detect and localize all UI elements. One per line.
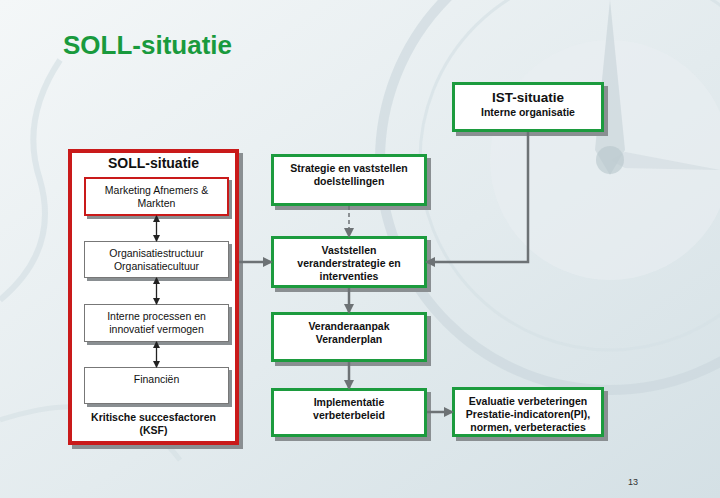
box-text: Vaststellen veranderstrategie en interve… bbox=[280, 244, 418, 282]
connector-arrow bbox=[348, 288, 351, 312]
process-box: Strategie en vaststellen doelstellingen bbox=[271, 154, 427, 206]
connector-arrow bbox=[239, 261, 271, 264]
box-text: Organisatiestructuur Organisatiecultuur bbox=[91, 247, 222, 272]
connector-arrow bbox=[156, 342, 157, 367]
evaluation-box: Evaluatie verbeteringen Prestatie-indica… bbox=[452, 387, 604, 437]
ksf-box: Financiën bbox=[84, 367, 229, 404]
box-text: Interne processen en innovatief vermogen bbox=[91, 310, 222, 335]
slide-title: SOLL-situatie bbox=[63, 30, 232, 61]
ksf-box: Marketing Afnemers & Markten bbox=[84, 177, 229, 216]
ist-box: IST-situatieInterne organisatie bbox=[452, 82, 604, 132]
connector-arrow bbox=[427, 411, 452, 414]
box-subtext: Interne organisatie bbox=[481, 106, 575, 119]
box-text: Financiën bbox=[134, 373, 180, 386]
box-text: Evaluatie verbeteringen Prestatie-indica… bbox=[461, 395, 595, 433]
connector-arrow bbox=[348, 362, 351, 388]
page-number: 13 bbox=[628, 477, 638, 487]
box-text: Marketing Afnemers & Markten bbox=[92, 184, 221, 209]
box-text: IST-situatie bbox=[492, 90, 564, 106]
process-box: Vaststellen veranderstrategie en interve… bbox=[271, 236, 427, 288]
box-text: Veranderaanpak Veranderplan bbox=[280, 320, 418, 346]
connector-arrow bbox=[156, 216, 157, 241]
box-text: SOLL-situatie bbox=[72, 155, 235, 171]
ksf-box: Interne processen en innovatief vermogen bbox=[84, 304, 229, 342]
connector-arrow bbox=[156, 278, 157, 304]
soll-frame: SOLL-situatieKritische succesfactoren (K… bbox=[68, 149, 239, 445]
ksf-box: Organisatiestructuur Organisatiecultuur bbox=[84, 241, 229, 278]
connector-arrow bbox=[427, 132, 528, 262]
box-text: Implementatie verbeterbeleid bbox=[280, 396, 418, 422]
box-subtext: Kritische succesfactoren (KSF) bbox=[76, 411, 231, 437]
connector-arrow bbox=[348, 206, 350, 236]
box-text: Strategie en vaststellen doelstellingen bbox=[280, 162, 418, 188]
process-box: Veranderaanpak Veranderplan bbox=[271, 312, 427, 362]
process-box: Implementatie verbeterbeleid bbox=[271, 388, 427, 437]
